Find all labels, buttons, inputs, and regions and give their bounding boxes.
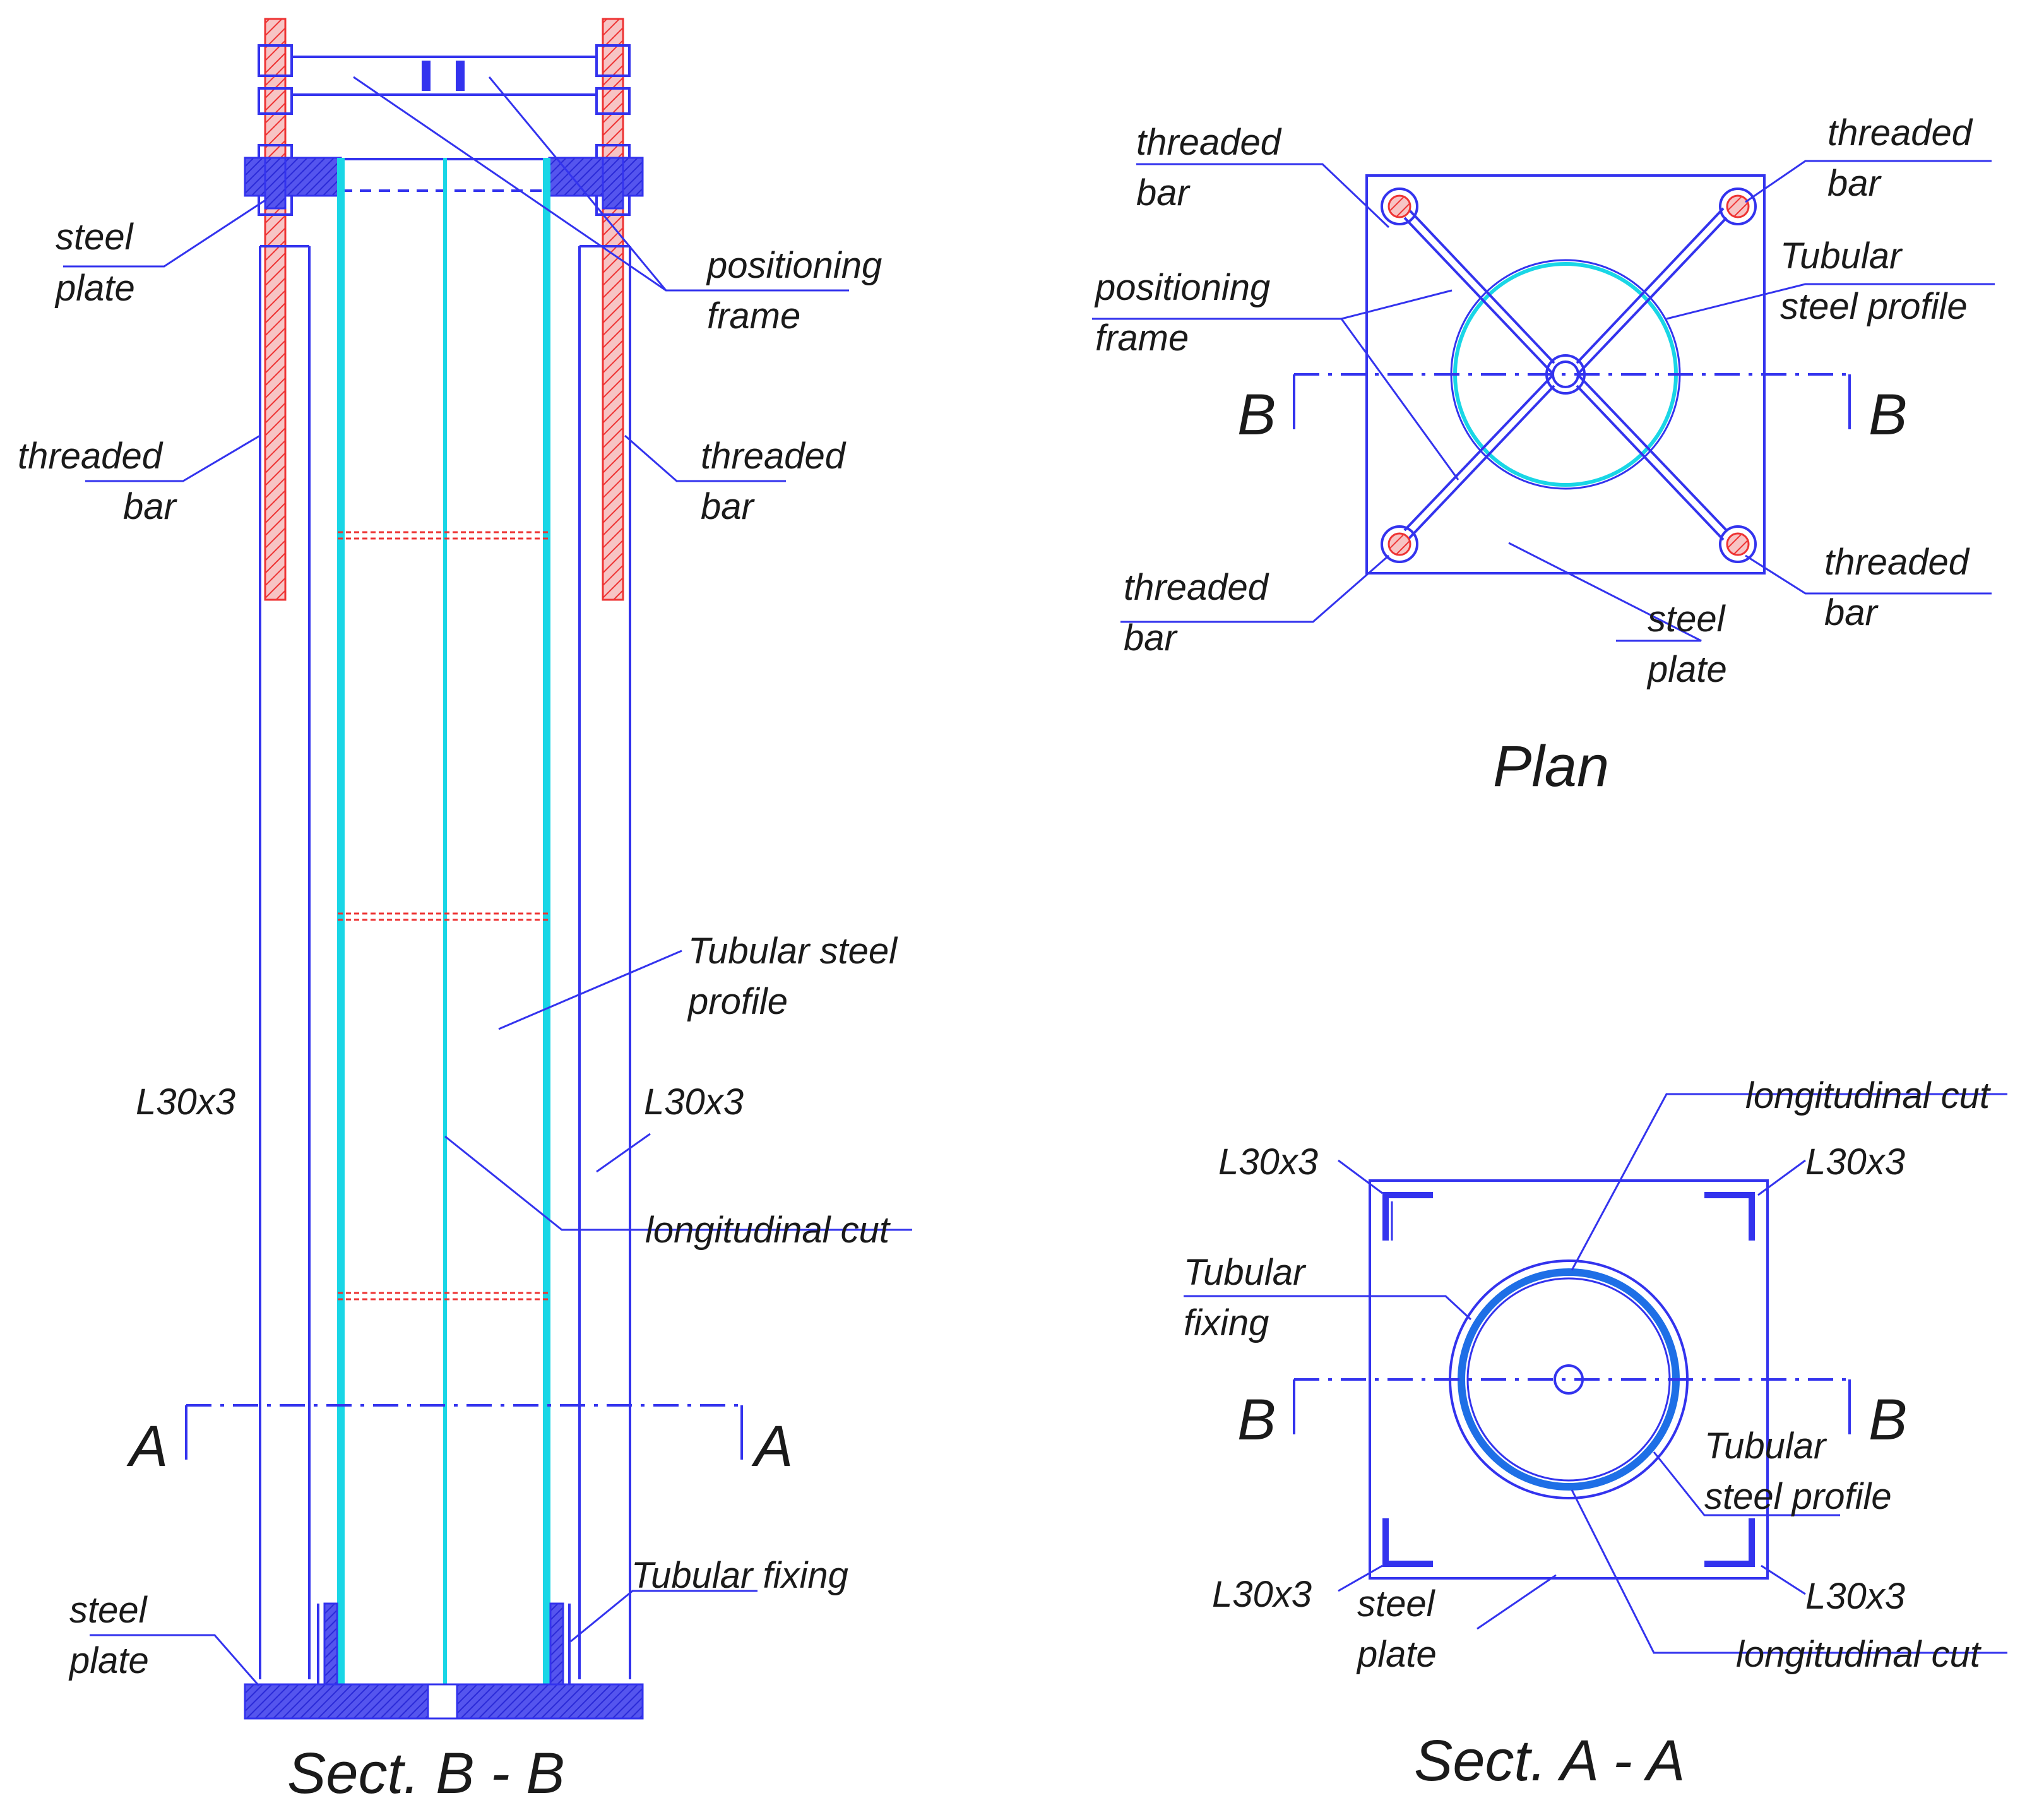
aa-label-tubular-fixing: Tubular fixing xyxy=(1184,1252,1315,1343)
plan-label-threaded-bar-tl: threaded bar xyxy=(1136,122,1291,213)
label-steel-plate-top: steel plate xyxy=(54,217,143,309)
label-tubular-steel-profile: Tubular steel profile xyxy=(687,931,907,1022)
aa-label-l30x3-bl: L30x3 xyxy=(1212,1574,1312,1615)
plan-view: threaded bar threaded bar positioning fr… xyxy=(1092,112,1995,799)
leaders-plan xyxy=(1092,160,1995,642)
aa-label-steel-plate: steel plate xyxy=(1356,1583,1445,1675)
plan-section-line-bb xyxy=(1293,373,1851,429)
aa-label-l30x3-tr: L30x3 xyxy=(1805,1141,1905,1182)
label-positioning-frame: positioning frame xyxy=(706,245,892,336)
angle-right xyxy=(578,245,631,1679)
section-mark-a-right: A xyxy=(751,1414,793,1479)
aa-section-mark-b-left: B xyxy=(1237,1388,1276,1452)
label-threaded-bar-right: threaded bar xyxy=(701,436,855,527)
aa-section-line-bb xyxy=(1293,1378,1851,1434)
section-line-aa xyxy=(185,1404,743,1460)
caption-plan: Plan xyxy=(1493,734,1609,799)
positioning-frame xyxy=(292,56,597,96)
plan-label-threaded-bar-br: threaded bar xyxy=(1824,542,1979,633)
plan-label-tubular-steel-profile: Tubular steel profile xyxy=(1780,235,1968,327)
aa-angles xyxy=(1382,1192,1755,1567)
threaded-bar-left xyxy=(264,18,287,601)
angle-left xyxy=(259,245,311,1679)
aa-label-longitudinal-cut-top: longitudinal cut xyxy=(1745,1075,1992,1116)
plan-threaded-bars xyxy=(1381,188,1757,563)
steel-plate-bottom-left xyxy=(244,1683,429,1720)
aa-label-l30x3-br: L30x3 xyxy=(1805,1576,1905,1617)
leaders-bb xyxy=(63,76,912,1686)
steel-plate-bottom-right xyxy=(456,1683,644,1720)
section-bb: steel plate positioning frame threaded b… xyxy=(18,18,912,1806)
plan-label-threaded-bar-bl: threaded bar xyxy=(1124,567,1278,658)
aa-label-tubular-steel-profile: Tubular steel profile xyxy=(1704,1426,1892,1517)
label-tubular-fixing: Tubular fixing xyxy=(631,1555,848,1596)
caption-section-bb: Sect. B - B xyxy=(287,1741,565,1806)
section-aa: longitudinal cut L30x3 L30x3 Tubular fix… xyxy=(1184,1075,2007,1793)
plan-label-steel-plate: steel plate xyxy=(1646,598,1735,690)
aa-section-mark-b-right: B xyxy=(1869,1388,1907,1452)
label-steel-plate-bottom: steel plate xyxy=(68,1590,157,1681)
steel-plate-top-right xyxy=(548,157,644,197)
plan-label-threaded-bar-tr: threaded bar xyxy=(1827,112,1982,204)
plan-positioning-frame xyxy=(1403,207,1728,541)
label-threaded-bar-left: threaded bar xyxy=(18,436,178,527)
aa-steel-plate xyxy=(1369,1179,1769,1580)
label-l30x3-left: L30x3 xyxy=(136,1081,235,1122)
plan-section-mark-b-left: B xyxy=(1237,383,1276,447)
plan-section-mark-b-right: B xyxy=(1869,383,1907,447)
label-longitudinal-cut: longitudinal cut xyxy=(645,1210,891,1251)
aa-label-longitudinal-cut-bottom: longitudinal cut xyxy=(1736,1634,1982,1675)
caption-section-aa: Sect. A - A xyxy=(1414,1729,1685,1793)
section-mark-a-left: A xyxy=(126,1414,168,1479)
leaders-aa xyxy=(1184,1093,2007,1654)
label-l30x3-right: L30x3 xyxy=(644,1081,744,1122)
threaded-bar-right xyxy=(602,18,624,601)
plan-label-positioning-frame: positioning frame xyxy=(1094,267,1280,359)
aa-label-l30x3-tl: L30x3 xyxy=(1218,1141,1318,1182)
steel-plate-top-left xyxy=(244,157,342,197)
